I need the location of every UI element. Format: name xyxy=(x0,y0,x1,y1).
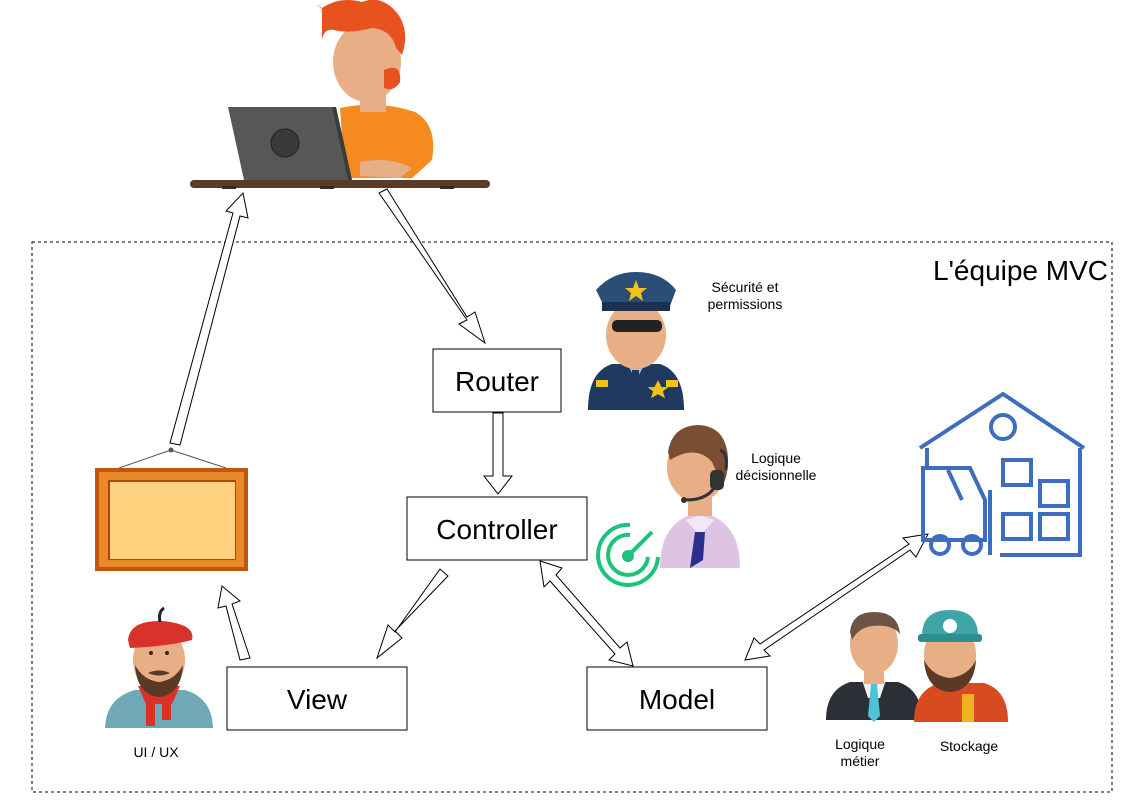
operator-headset-icon xyxy=(660,425,740,568)
arrow-router-to-controller xyxy=(482,412,514,495)
router-node: Router xyxy=(432,348,562,413)
police-officer-icon xyxy=(588,272,684,410)
arrow-model-warehouse xyxy=(744,533,929,661)
artist-icon xyxy=(105,606,213,728)
business-label-line1: Logique xyxy=(835,736,885,752)
arrow-user-to-router xyxy=(378,188,486,345)
model-label: Model xyxy=(639,684,715,715)
decision-label-line1: Logique xyxy=(751,450,801,466)
controller-node: Controller xyxy=(406,496,588,561)
business-label-line2: métier xyxy=(841,753,880,769)
router-label: Router xyxy=(455,366,539,397)
team-title: L'équipe MVC xyxy=(933,255,1108,286)
arrow-controller-to-view xyxy=(375,568,449,660)
picture-frame-icon xyxy=(95,447,248,571)
uiux-label: UI / UX xyxy=(133,744,179,760)
controller-label: Controller xyxy=(436,514,557,545)
model-node: Model xyxy=(586,666,768,731)
security-label-line2: permissions xyxy=(708,296,783,312)
arrow-controller-model xyxy=(539,560,634,667)
team-boundary xyxy=(31,241,1113,793)
user-at-laptop-icon xyxy=(190,0,490,189)
storage-label: Stockage xyxy=(940,738,999,754)
warehouse-forklift-icon xyxy=(918,391,1086,557)
decision-label-line2: décisionnelle xyxy=(736,467,817,483)
businessman-icon xyxy=(826,612,922,722)
worker-helmet-icon xyxy=(914,610,1008,722)
arrow-view-to-frame xyxy=(217,585,251,661)
arrow-frame-to-user xyxy=(169,191,249,446)
view-node: View xyxy=(226,666,408,731)
radar-icon xyxy=(596,522,660,587)
view-label: View xyxy=(287,684,348,715)
security-label-line1: Sécurité et xyxy=(712,279,779,295)
